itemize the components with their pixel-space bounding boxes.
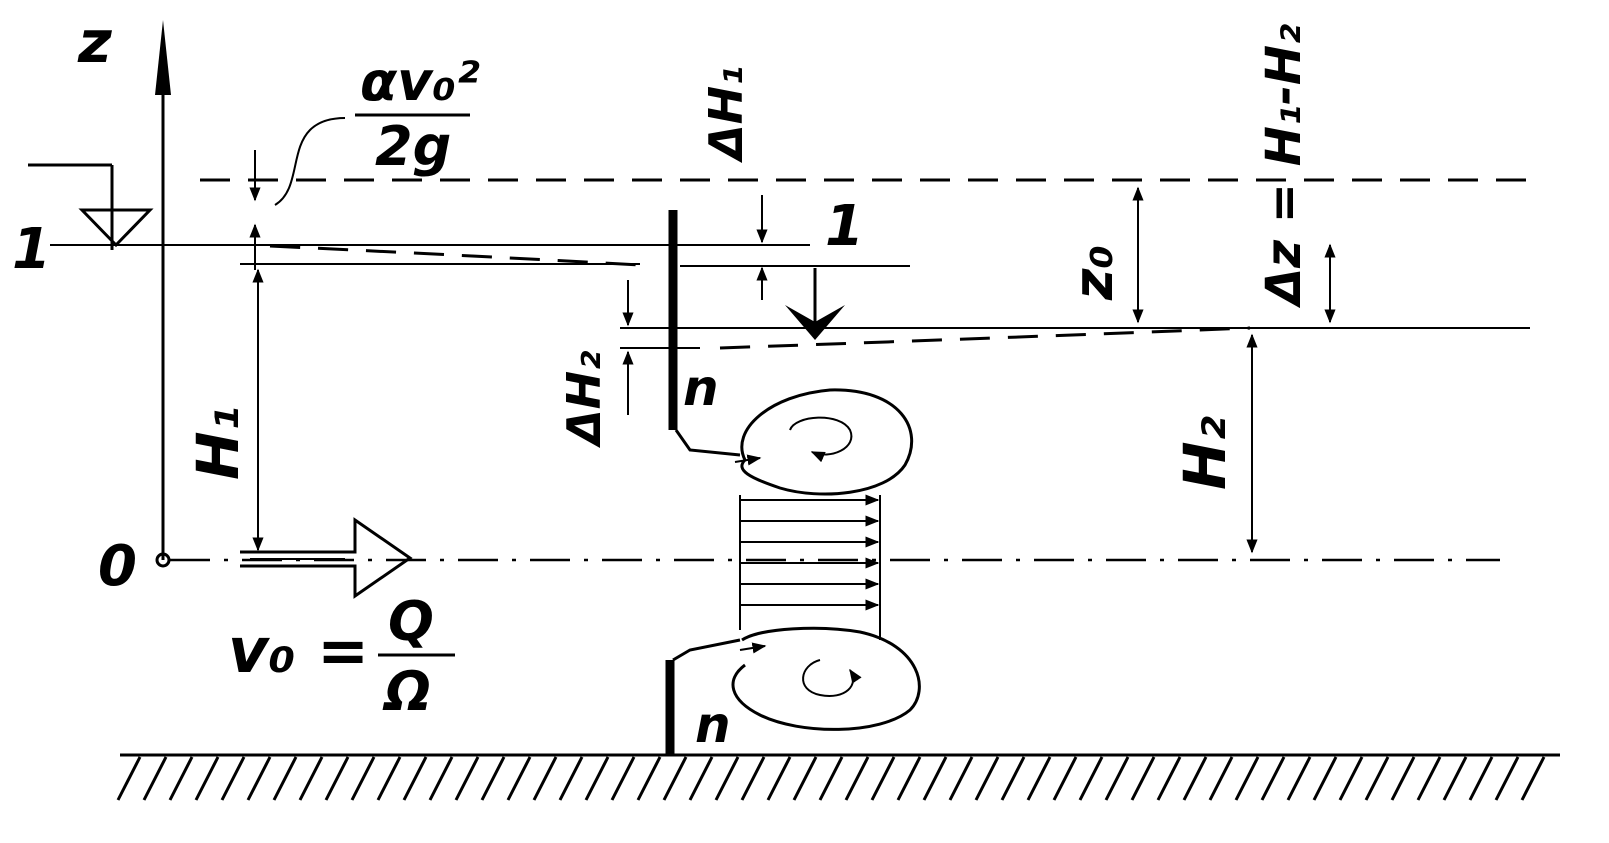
origin-label: 0 [98, 534, 137, 599]
bed-hatch-stroke [168, 756, 194, 801]
bed-hatch-stroke [1182, 756, 1208, 801]
bed-hatch-stroke [1364, 756, 1390, 801]
lower-eddy [731, 626, 921, 731]
dz-label: Δz = H₁-H₂ [1256, 24, 1312, 309]
dh2-label: ΔH₂ [557, 351, 611, 449]
bed-hatch-stroke [844, 756, 870, 801]
bed-hatch-stroke [194, 756, 220, 801]
channel-bed [116, 753, 1560, 801]
bed-hatch-stroke [1312, 756, 1338, 801]
section-right-label: 1 [825, 194, 864, 259]
bed-hatch-stroke [558, 756, 584, 801]
bed-hatch-stroke [896, 756, 922, 801]
bed-hatch-stroke [1208, 756, 1234, 801]
bed-hatch-stroke [870, 756, 896, 801]
bed-hatch-stroke [610, 756, 636, 801]
bed-hatch-stroke [1468, 756, 1494, 801]
bed-hatch-stroke [1000, 756, 1026, 801]
bed-hatch-stroke [1338, 756, 1364, 801]
z0-label: z₀ [1062, 245, 1125, 301]
section-left-label: 1 [12, 217, 51, 282]
n-bottom-label: n [695, 696, 731, 754]
bed-hatch-stroke [506, 756, 532, 801]
bed-hatch-stroke [922, 756, 948, 801]
bed-hatch-stroke [948, 756, 974, 801]
bed-hatch-stroke [1078, 756, 1104, 801]
upstream-dashed-drawdown [269, 244, 641, 267]
bed-hatch-stroke [428, 756, 454, 801]
inflow-arrow [240, 517, 413, 599]
bed-hatch-stroke [298, 756, 324, 801]
bed-hatch-stroke [220, 756, 246, 801]
bed-hatch-stroke [532, 756, 558, 801]
bed-hatch-stroke [1442, 756, 1468, 801]
svg-text:Q: Q [388, 590, 434, 653]
jet-velocity-profile [739, 494, 881, 640]
svg-text:αv₀²: αv₀² [360, 50, 480, 113]
bed-hatch-stroke [1520, 756, 1546, 801]
bed-hatch-stroke [1390, 756, 1416, 801]
bed-hatch-stroke [766, 756, 792, 801]
bed-hatch-stroke [974, 756, 1000, 801]
bed-hatch-stroke [116, 756, 142, 801]
bed-hatch-stroke [1494, 756, 1520, 801]
bed-hatch-stroke [1052, 756, 1078, 801]
svg-text:v₀ =: v₀ = [228, 614, 369, 687]
bed-hatch-stroke [792, 756, 818, 801]
v0-formula: v₀ = Q Ω [228, 590, 455, 723]
h2-label: H₂ [1171, 416, 1239, 490]
svg-text:2g: 2g [375, 115, 451, 178]
z-axis [155, 20, 171, 568]
bed-hatch-stroke [376, 756, 402, 801]
bed-hatch-stroke [714, 756, 740, 801]
svg-text:Ω: Ω [382, 660, 431, 723]
bed-hatch-stroke [818, 756, 844, 801]
bed-hatch-stroke [1416, 756, 1442, 801]
bed-hatch-stroke [272, 756, 298, 801]
bed-hatch-stroke [1286, 756, 1312, 801]
section-1-right-marker [785, 268, 845, 340]
bed-hatch-stroke [246, 756, 272, 801]
bed-hatch-stroke [636, 756, 662, 801]
velocity-head-dimension [249, 117, 346, 270]
bed-hatch-stroke [402, 756, 428, 801]
z-axis-label: z [77, 8, 112, 76]
bed-hatch-stroke [1234, 756, 1260, 801]
velocity-head-fraction: αv₀² 2g [355, 50, 480, 178]
bed-hatch-stroke [1026, 756, 1052, 801]
sluice-wall [665, 210, 741, 755]
n-top-label: n [683, 359, 719, 417]
h1-label: H₁ [184, 406, 252, 480]
bed-hatch-stroke [662, 756, 688, 801]
bed-hatch-stroke [1130, 756, 1156, 801]
bed-hatch-stroke [584, 756, 610, 801]
bed-hatching [116, 756, 1546, 801]
downstream-dashed-surface [719, 326, 1251, 350]
upper-eddy [734, 388, 914, 496]
bed-hatch-stroke [480, 756, 506, 801]
bed-hatch-stroke [1104, 756, 1130, 801]
bed-hatch-stroke [688, 756, 714, 801]
bed-hatch-stroke [1156, 756, 1182, 801]
bed-hatch-stroke [454, 756, 480, 801]
dh1-label: ΔH₁ [699, 66, 753, 164]
bed-hatch-stroke [350, 756, 376, 801]
water-level-symbol [28, 163, 154, 250]
bed-hatch-stroke [142, 756, 168, 801]
bed-hatch-stroke [740, 756, 766, 801]
bed-hatch-stroke [1260, 756, 1286, 801]
bed-hatch-stroke [324, 756, 350, 801]
